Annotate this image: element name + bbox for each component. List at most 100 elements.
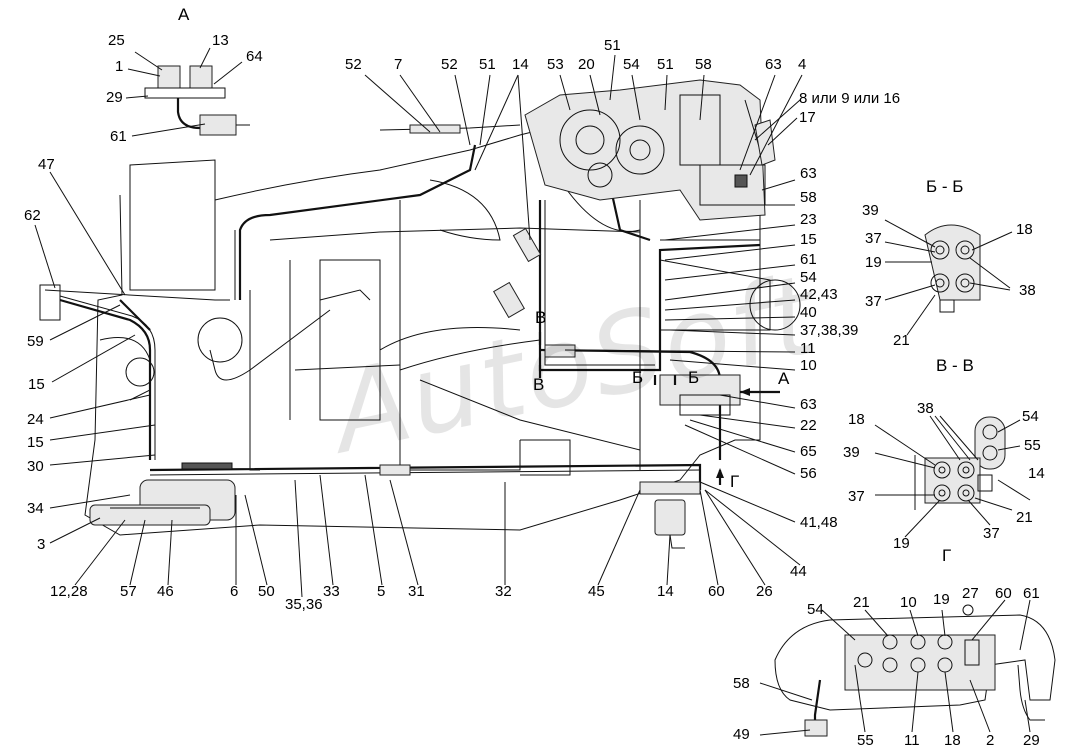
callout-b-21: 21 [893,332,910,349]
callout-bt-6: 6 [230,583,239,600]
callout-r-11: 11 [800,340,816,357]
callout-l-15b: 15 [27,434,44,451]
section-b-drawing [924,224,981,313]
callout-g-2: 2 [986,732,995,749]
callout-top-51c: 51 [657,56,674,73]
callout-top-52b: 52 [441,56,458,73]
callout-r-61: 61 [800,251,817,268]
callout-g-55: 55 [857,732,874,749]
callout-a-13: 13 [212,32,229,49]
section-v-drawing [914,416,1006,510]
callout-r-4243: 42,43 [800,286,838,303]
callout-bt-5: 5 [377,583,386,600]
callout-r-65: 65 [800,443,817,460]
section-title-v: В - В [936,356,974,375]
callout-r-58: 58 [800,189,817,206]
callout-top-52a: 52 [345,56,362,73]
callout-b-19: 19 [865,254,882,271]
callout-r-15: 15 [800,231,817,248]
callout-v-21: 21 [1016,509,1033,526]
callout-l-47: 47 [38,156,55,173]
callout-bt-46: 46 [157,583,174,600]
callout-top-54: 54 [623,56,640,73]
callout-bt-60: 60 [708,583,725,600]
callout-a-1: 1 [115,58,124,75]
callout-a-25: 25 [108,32,125,49]
callout-top-7: 7 [394,56,403,73]
callout-l-62: 62 [24,207,41,224]
view-marker-b-right: Б [688,368,700,387]
callout-l-3: 3 [37,536,46,553]
callout-b-18: 18 [1016,221,1033,238]
callout-bt-32: 32 [495,583,512,600]
callout-r-40: 40 [800,304,817,321]
callout-top-58: 58 [695,56,712,73]
view-marker-b-left: Б [632,368,644,387]
callout-g-29: 29 [1023,732,1040,749]
view-marker-arrows [538,332,780,485]
callout-r-22: 22 [800,417,817,434]
callout-bt-33: 33 [323,583,340,600]
callout-r-373839: 37,38,39 [800,322,859,339]
callout-r-23: 23 [800,211,817,228]
view-marker-g: Г [730,472,740,491]
callout-r-4148: 41,48 [800,514,838,531]
callout-g-18: 18 [944,732,961,749]
callout-g-27: 27 [962,585,979,602]
callout-g-11: 11 [904,732,920,749]
lower-components [89,124,741,549]
callout-b-37b: 37 [865,293,882,310]
callout-b-37a: 37 [865,230,882,247]
callout-l-24: 24 [27,411,44,428]
callout-bt-50: 50 [258,583,275,600]
callout-top-63: 63 [765,56,782,73]
leader-lines [34,54,1031,736]
view-marker-a: А [778,369,790,388]
callout-top-4: 4 [798,56,807,73]
view-marker-v-top: В [535,308,547,327]
callout-l-15a: 15 [28,376,45,393]
callout-v-18: 18 [848,411,865,428]
callout-g-49: 49 [733,726,750,743]
callout-bt-14: 14 [657,583,674,600]
callout-l-34: 34 [27,500,44,517]
callout-top-20: 20 [578,56,595,73]
callout-g-61: 61 [1023,585,1040,602]
section-title-a: А [178,5,190,24]
callout-bt-1228: 12,28 [50,583,88,600]
callout-v-37a: 37 [848,488,865,505]
callout-v-55: 55 [1024,437,1041,454]
callout-bt-3536: 35,36 [285,596,323,613]
callout-g-21: 21 [853,594,870,611]
callout-b-38: 38 [1019,282,1036,299]
callout-bt-31: 31 [408,583,425,600]
callout-v-14: 14 [1028,465,1045,482]
callout-v-54: 54 [1022,408,1039,425]
callout-a-29: 29 [106,89,123,106]
callout-g-58: 58 [733,675,750,692]
callout-g-10: 10 [900,594,917,611]
callout-bt-26: 26 [756,583,773,600]
callout-bt-45: 45 [588,583,605,600]
section-title-g: Г [942,546,952,565]
callout-r-54: 54 [800,269,817,286]
callout-l-59: 59 [27,333,44,350]
callout-v-39: 39 [843,444,860,461]
callout-v-37b: 37 [983,525,1000,542]
callout-v-19: 19 [893,535,910,552]
callout-b-39: 39 [862,202,879,219]
callout-g-60: 60 [995,585,1012,602]
callout-bt-44: 44 [790,563,807,580]
callout-r-10: 10 [800,357,817,374]
callout-l-30: 30 [27,458,44,475]
engine-block [524,79,776,221]
callout-a-61: 61 [110,128,127,145]
callout-top-17: 17 [799,109,816,126]
callout-top-51b: 51 [604,37,621,54]
callout-top-53: 53 [547,56,564,73]
callout-top-8: 8 или 9 или 16 [799,90,901,107]
callout-top-51a: 51 [479,56,496,73]
callout-a-64: 64 [246,48,263,65]
